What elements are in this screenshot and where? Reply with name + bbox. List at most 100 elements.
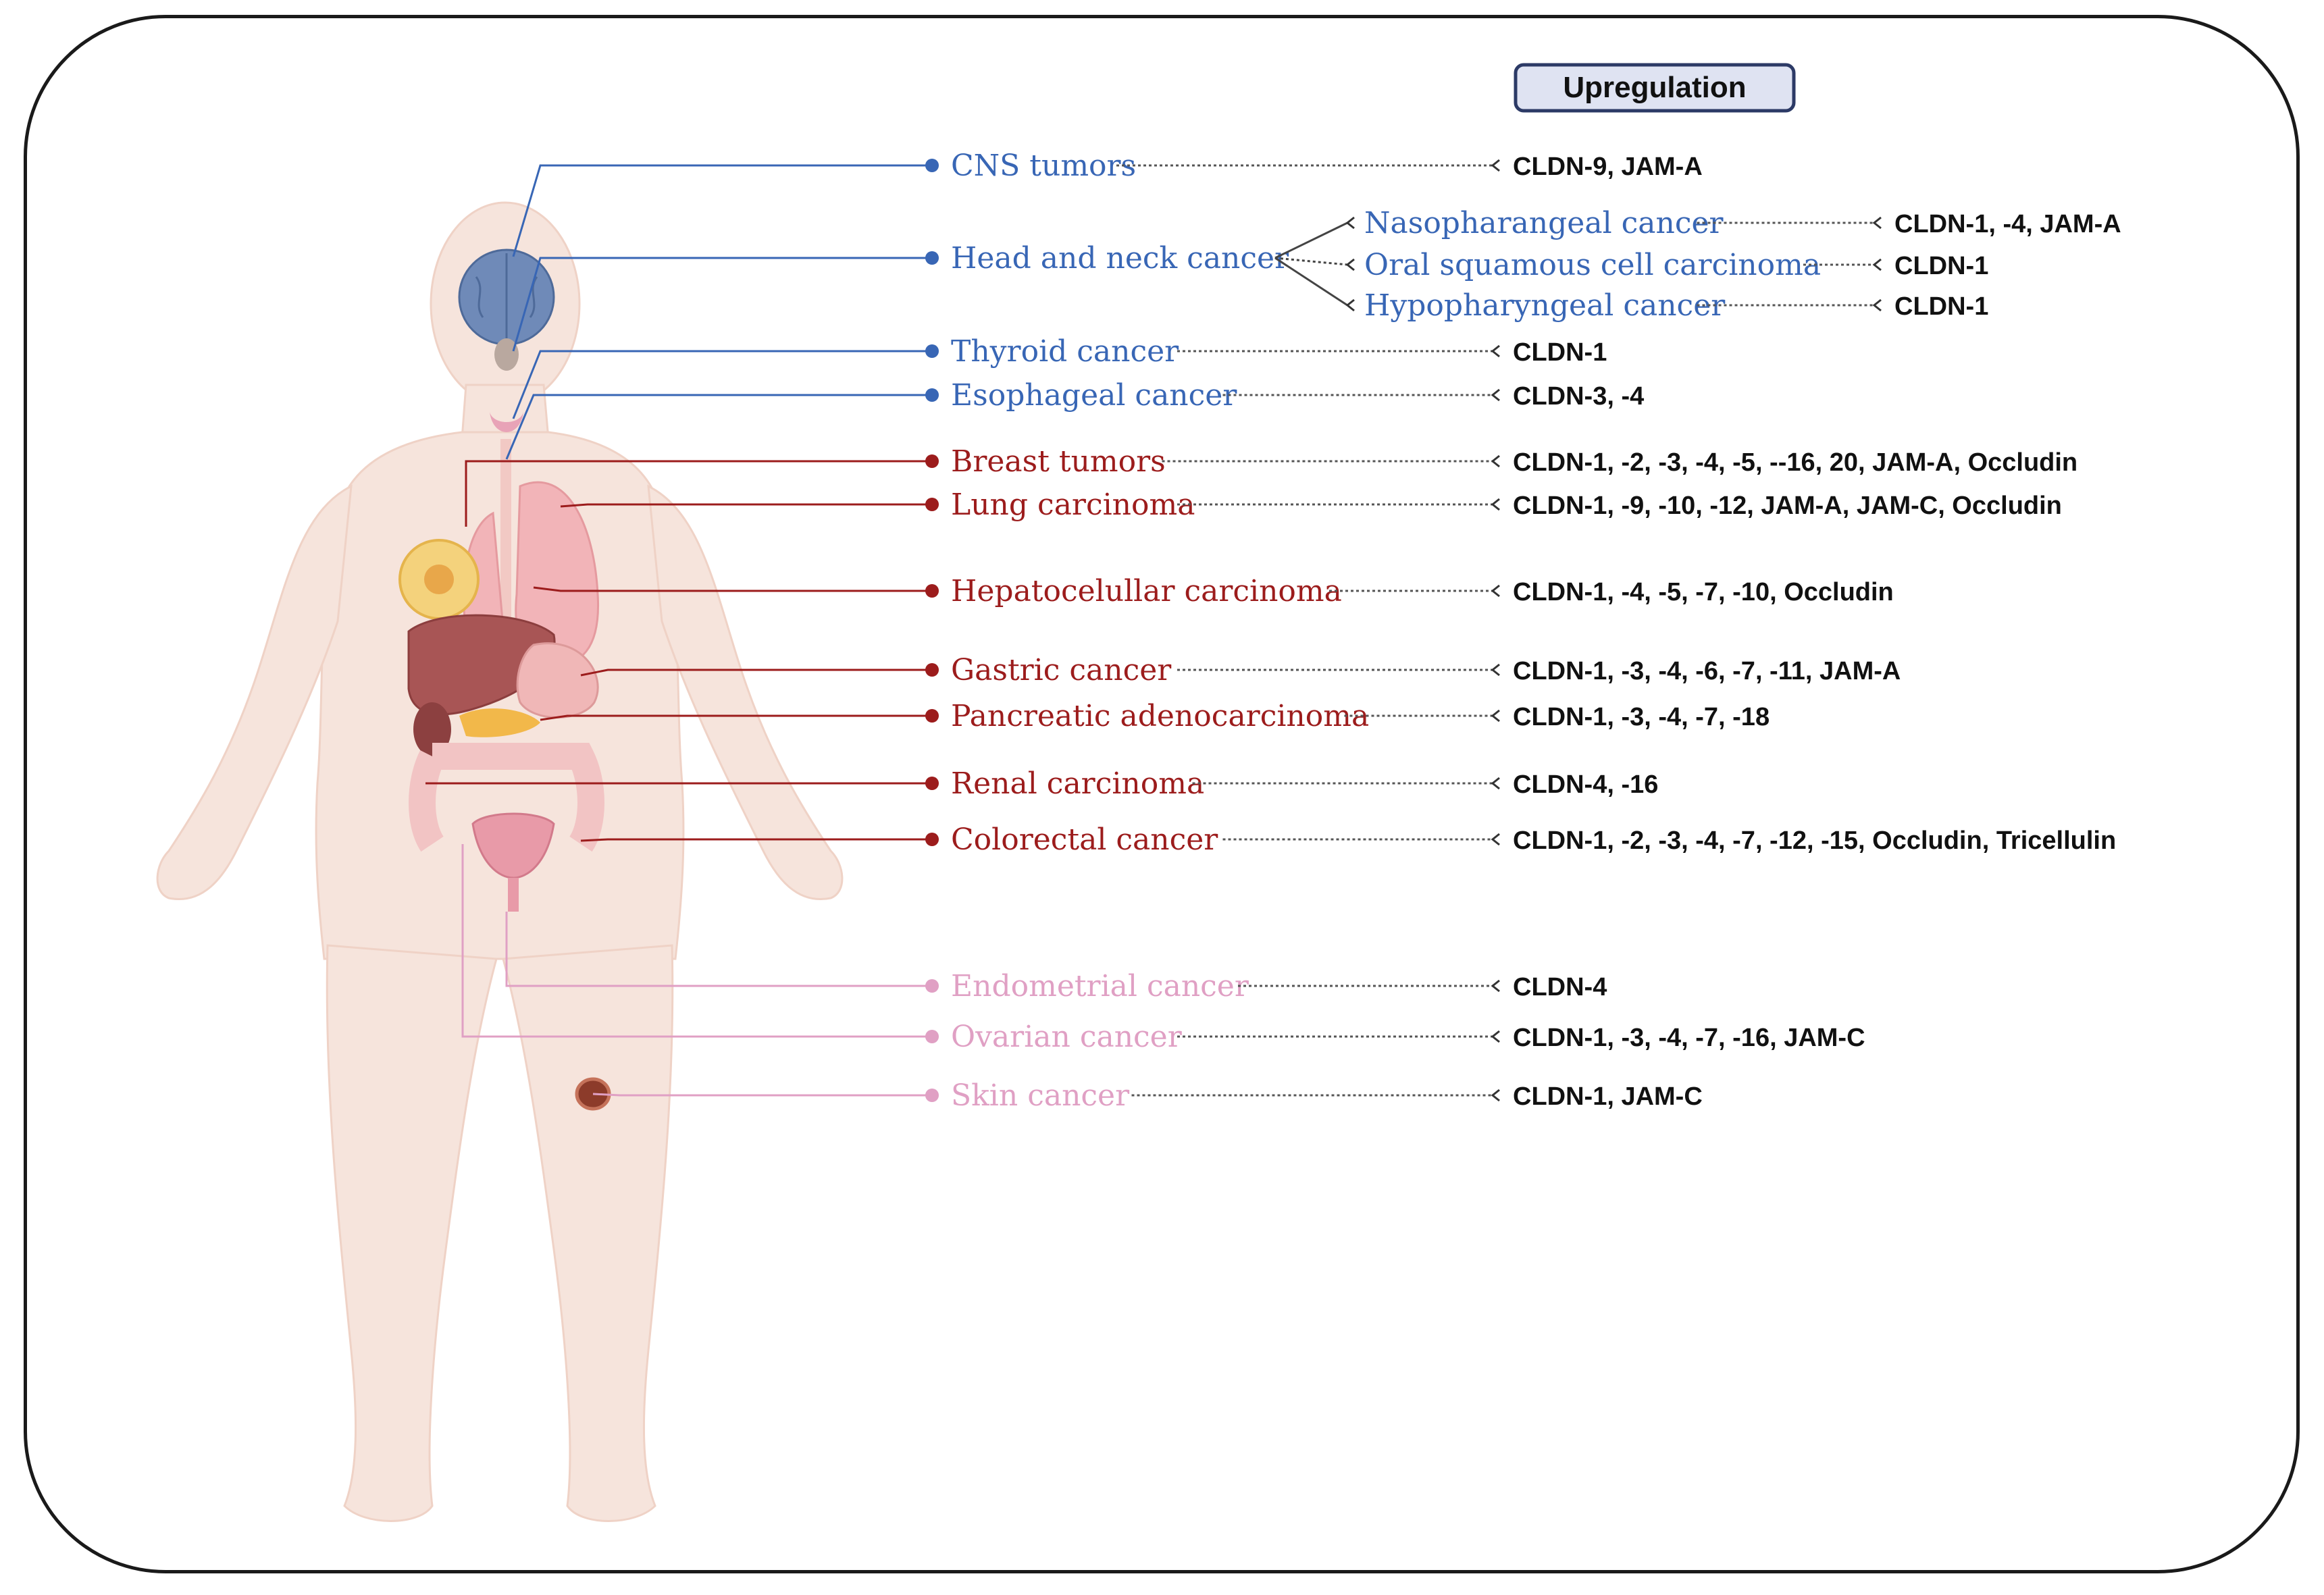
skin-cancer-arrowhead xyxy=(1491,1089,1500,1102)
hypopharyngeal-cancer-arrowhead xyxy=(1345,298,1355,312)
ovarian-cancer-markers: CLDN-1, -3, -4, -7, -16, JAM-C xyxy=(1513,1024,1865,1052)
hepatocelullar-carcinoma-dot xyxy=(925,584,939,598)
right-leg-shape xyxy=(502,944,674,1522)
ovarian-cancer-dot xyxy=(925,1030,939,1043)
breast-tumors-label: Breast tumors xyxy=(951,444,1166,479)
skin-cancer-label: Skin cancer xyxy=(951,1078,1130,1113)
esophageal-cancer-arrowhead xyxy=(1491,388,1500,402)
nasopharangeal-cancer-branch xyxy=(1274,221,1348,259)
gastric-cancer-label: Gastric cancer xyxy=(951,653,1172,687)
hypopharyngeal-cancer-branch xyxy=(1274,257,1348,307)
colorectal-cancer-connector xyxy=(580,838,932,842)
lung-carcinoma-markers: CLDN-1, -9, -10, -12, JAM-A, JAM-C, Occl… xyxy=(1513,492,2062,520)
ovarian-cancer-label: Ovarian cancer xyxy=(951,1020,1183,1054)
hepatocelullar-carcinoma-connector xyxy=(533,586,932,592)
thyroid-icon xyxy=(490,412,523,432)
pancreas-icon xyxy=(459,708,540,737)
nasopharangeal-cancer-arrowhead xyxy=(1345,216,1355,230)
breast-center-icon xyxy=(424,565,454,594)
skin-cancer-connector xyxy=(592,1093,932,1097)
thyroid-cancer-connector xyxy=(512,350,932,419)
nasopharangeal-cancer-marker-arrowhead xyxy=(1872,216,1882,230)
head-and-neck-cancer-dot xyxy=(925,251,939,265)
nasopharangeal-cancer-label: Nasopharangeal cancer xyxy=(1364,206,1724,240)
endometrial-cancer-markers: CLDN-4 xyxy=(1513,973,1607,1001)
pancreatic-adenocarcinoma-label: Pancreatic adenocarcinoma xyxy=(951,699,1369,733)
colorectal-cancer-dot xyxy=(925,833,939,846)
oral-squamous-cell-carcinoma-label: Oral squamous cell carcinoma xyxy=(1364,248,1821,282)
cns-tumors-label: CNS tumors xyxy=(951,149,1136,183)
heading-box xyxy=(1514,63,1796,113)
esophageal-cancer-dot xyxy=(925,388,939,402)
esophageal-cancer-connector xyxy=(505,394,932,460)
esophageal-cancer-label: Esophageal cancer xyxy=(951,378,1237,413)
pancreatic-adenocarcinoma-connector xyxy=(540,714,932,721)
skin-cancer-markers: CLDN-1, JAM-C xyxy=(1513,1082,1703,1111)
nasopharangeal-cancer-markers: CLDN-1, -4, JAM-A xyxy=(1894,210,2121,238)
organs xyxy=(398,249,611,1111)
ovarian-cancer-arrowhead xyxy=(1491,1030,1500,1043)
hypopharyngeal-cancer-marker-arrowhead xyxy=(1872,298,1882,312)
thyroid-cancer-arrowhead xyxy=(1491,344,1500,358)
oral-squamous-cell-carcinoma-marker-arrowhead xyxy=(1872,258,1882,271)
renal-carcinoma-dot xyxy=(925,777,939,790)
cns-tumors-markers: CLDN-9, JAM-A xyxy=(1513,153,1703,181)
breast-tumors-arrowhead xyxy=(1491,454,1500,468)
cns-tumors-dot xyxy=(925,159,939,172)
skin-cancer-dot xyxy=(925,1089,939,1102)
cns-tumors-arrowhead xyxy=(1491,159,1500,172)
colorectal-cancer-markers: CLDN-1, -2, -3, -4, -7, -12, -15, Occlud… xyxy=(1513,827,2116,855)
colorectal-cancer-arrowhead xyxy=(1491,833,1500,846)
thyroid-cancer-markers: CLDN-1 xyxy=(1513,338,1607,367)
oral-squamous-cell-carcinoma-branch xyxy=(1274,257,1348,266)
oral-squamous-cell-carcinoma-markers: CLDN-1 xyxy=(1894,252,1988,280)
endometrial-cancer-label: Endometrial cancer xyxy=(951,969,1249,1003)
renal-carcinoma-markers: CLDN-4, -16 xyxy=(1513,770,1658,799)
hepatocelullar-carcinoma-label: Hepatocelullar carcinoma xyxy=(951,574,1342,608)
head-and-neck-cancer-connector xyxy=(512,257,932,352)
hepatocelullar-carcinoma-markers: CLDN-1, -4, -5, -7, -10, Occludin xyxy=(1513,578,1894,606)
gastric-cancer-dot xyxy=(925,663,939,677)
cancer-rows: CNS tumors CLDN-9, JAM-A Head and neck can… xyxy=(425,149,2121,1113)
upregulation-heading: Upregulation xyxy=(1514,63,1796,113)
right-arm-shape xyxy=(647,484,844,900)
gastric-cancer-arrowhead xyxy=(1491,663,1500,677)
thyroid-cancer-dot xyxy=(925,344,939,358)
lung-carcinoma-label: Lung carcinoma xyxy=(951,488,1195,522)
cns-tumors-connector xyxy=(512,164,932,257)
hepatocelullar-carcinoma-arrowhead xyxy=(1491,584,1500,598)
endometrial-cancer-arrowhead xyxy=(1491,979,1500,993)
renal-carcinoma-label: Renal carcinoma xyxy=(951,766,1204,801)
breast-tumors-dot xyxy=(925,454,939,468)
colorectal-cancer-label: Colorectal cancer xyxy=(951,822,1218,857)
head-neck-icon xyxy=(494,338,519,371)
pancreatic-adenocarcinoma-arrowhead xyxy=(1491,709,1500,723)
heading-label: Upregulation xyxy=(1563,71,1746,104)
esophagus-icon xyxy=(500,439,511,642)
breast-tumors-connector xyxy=(465,460,932,527)
ovarian-cancer-connector xyxy=(461,844,932,1038)
thyroid-cancer-label: Thyroid cancer xyxy=(951,334,1179,369)
oral-squamous-cell-carcinoma-arrowhead xyxy=(1345,258,1355,271)
endometrial-cancer-connector xyxy=(505,912,932,987)
esophageal-cancer-markers: CLDN-3, -4 xyxy=(1513,382,1644,411)
lung-carcinoma-connector xyxy=(560,503,932,508)
pancreatic-adenocarcinoma-markers: CLDN-1, -3, -4, -7, -18 xyxy=(1513,703,1770,731)
gastric-cancer-connector xyxy=(580,669,932,677)
hypopharyngeal-cancer-label: Hypopharyngeal cancer xyxy=(1364,288,1726,323)
left-arm-shape xyxy=(156,484,353,900)
lung-carcinoma-arrowhead xyxy=(1491,498,1500,511)
lung-carcinoma-dot xyxy=(925,498,939,511)
gastric-cancer-markers: CLDN-1, -3, -4, -6, -7, -11, JAM-A xyxy=(1513,657,1901,685)
breast-tumors-markers: CLDN-1, -2, -3, -4, -5, --16, 20, JAM-A,… xyxy=(1513,448,2077,477)
cervix-icon xyxy=(508,878,519,912)
hypopharyngeal-cancer-markers: CLDN-1 xyxy=(1894,292,1988,321)
uterus-icon xyxy=(471,812,555,879)
pancreatic-adenocarcinoma-dot xyxy=(925,709,939,723)
colon-icon xyxy=(409,743,604,852)
endometrial-cancer-dot xyxy=(925,979,939,993)
head-and-neck-cancer-label: Head and neck cancer xyxy=(951,241,1289,276)
renal-carcinoma-arrowhead xyxy=(1491,777,1500,790)
left-leg-shape xyxy=(326,944,498,1522)
